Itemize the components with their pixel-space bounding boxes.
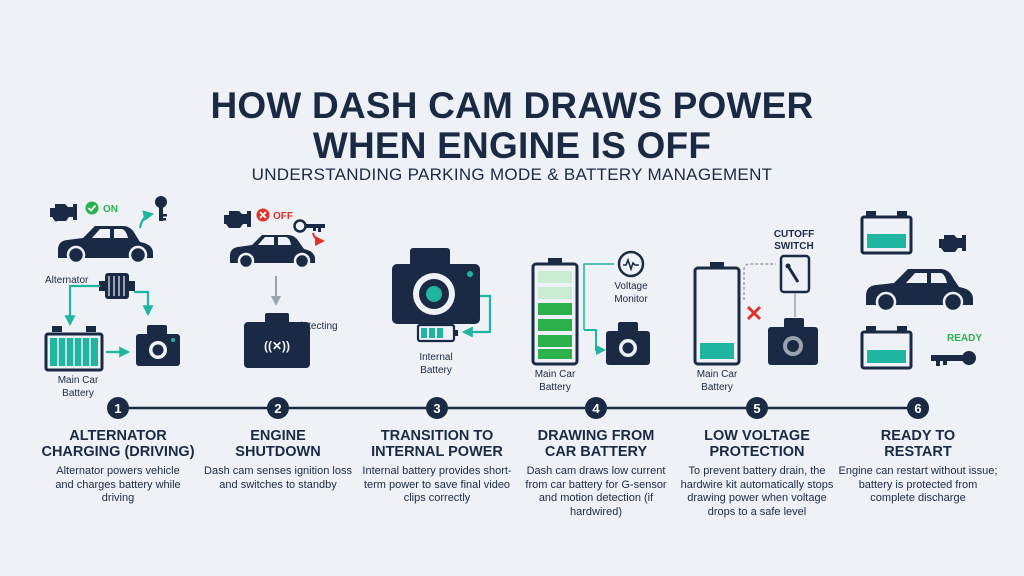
svg-text:((✕)): ((✕)) [264,339,290,353]
car-battery-tall-icon [531,258,579,366]
step-3-title-line-2: INTERNAL POWER [371,444,503,460]
step-6-title-line-1: READY TO [880,428,956,444]
step-number-5: 5 [753,401,760,416]
step-2: ENGINE SHUTDOWN Dash cam senses ignition… [193,428,363,492]
dash-cam-icon-3 [392,248,480,324]
step-5-title-line-1: LOW VOLTAGE [704,428,810,444]
title-line-2: WHEN ENGINE IS OFF [312,125,712,166]
off-label: OFF [273,211,293,222]
step-4-description: Dash cam draws low current from car batt… [525,465,667,518]
main-battery-label-5a: Main Car [697,369,738,380]
low-battery-icon [693,262,741,366]
step-5-title: LOW VOLTAGE PROTECTION [672,428,842,460]
car-icon-1 [58,226,153,265]
step-3-title: TRANSITION TO INTERNAL POWER [352,428,522,460]
step-1-description: Alternator powers vehicle and charges ba… [55,465,181,504]
step-4-title-line-1: DRAWING FROM [537,428,655,444]
main-battery-label-1b: Battery [62,388,94,399]
cross-mark-icon [746,305,762,321]
voltage-monitor-label-b: Monitor [614,294,648,305]
dash-cam-icon-4 [606,322,650,365]
x-off-icon [256,208,270,222]
turn-arrow-1 [138,210,155,229]
step-2-description: Dash cam senses ignition loss and switch… [204,465,352,491]
step-2-title-line-2: SHUTDOWN [235,444,321,460]
engine-icon-6 [939,235,966,252]
voltage-monitor-label-a: Voltage [614,281,648,292]
ready-label: READY [947,333,982,344]
step-4: DRAWING FROM CAR BATTERY Dash cam draws … [511,428,681,519]
full-battery-icon-6a [860,211,913,255]
step-number-3: 3 [433,401,440,416]
dash-cam-icon-2: ((✕)) [244,313,310,368]
car-key-icon-6 [931,351,976,366]
alternator-icon [99,273,135,299]
step-number-4: 4 [592,401,600,416]
step-5-description: To prevent battery drain, the hardwire k… [680,465,834,518]
step-marker-6: 6 [907,397,929,419]
on-label: ON [103,204,118,215]
alternator-label: Alternator [45,275,89,286]
car-icon-2 [230,235,315,270]
full-battery-icon-6b [860,326,913,370]
step-2-title-line-1: ENGINE [250,428,306,444]
main-battery-label-5b: Battery [701,382,733,393]
step-3: TRANSITION TO INTERNAL POWER Internal ba… [352,428,522,506]
step-1-title: ALTERNATOR CHARGING (DRIVING) [33,428,203,460]
step-3-title-line-1: TRANSITION TO [380,428,494,444]
arrow-to-camera-1 [134,290,154,317]
line-to-switch [743,263,776,300]
step-2-title: ENGINE SHUTDOWN [193,428,363,460]
step-6-title-line-2: RESTART [884,444,952,460]
step-3-description: Internal battery provides short-term pow… [362,465,512,504]
internal-battery-label-a: Internal [419,352,452,363]
cutoff-switch-label-b: SWITCH [774,241,813,252]
line-to-monitor [583,263,614,330]
arrow-to-internal-battery [461,294,492,338]
main-battery-icon-1 [44,326,104,372]
engine-icon-2 [224,211,251,228]
arrow-to-battery-1 [64,284,100,327]
cutoff-switch-label-a: CUTOFF [774,229,814,240]
page-title: HOW DASH CAM DRAWS POWER WHEN ENGINE IS … [0,86,1024,166]
page-subtitle: UNDERSTANDING PARKING MODE & BATTERY MAN… [251,165,773,184]
step-6: READY TO RESTART Engine can restart with… [833,428,1003,506]
engine-icon-1 [50,204,77,222]
step-marker-1: 1 [107,397,129,419]
step-5-title-line-2: PROTECTION [709,444,805,460]
detecting-label: detecting [297,321,338,332]
main-battery-label-4a: Main Car [535,369,576,380]
title-line-1: HOW DASH CAM DRAWS POWER [210,85,814,126]
step-marker-2: 2 [267,397,289,419]
main-battery-label-1a: Main Car [58,375,99,386]
step-number-1: 1 [114,401,121,416]
dash-cam-icon-1 [136,325,180,366]
car-key-icon-2 [293,219,325,233]
dash-cam-icon-5 [768,318,818,365]
arrow-to-camera-4 [584,329,606,355]
internal-battery-label-b: Battery [420,365,452,376]
step-5: LOW VOLTAGE PROTECTION To prevent batter… [672,428,842,519]
car-key-icon-1 [155,196,167,221]
step-6-description: Engine can restart without issue; batter… [838,465,998,504]
step-marker-4: 4 [585,397,607,419]
voltage-monitor-icon [617,250,645,278]
step-6-title: READY TO RESTART [833,428,1003,460]
cutoff-switch-icon [779,254,811,294]
step-number-6: 6 [914,401,921,416]
main-battery-label-4b: Battery [539,382,571,393]
turn-off-arrow [312,232,325,246]
step-4-title: DRAWING FROM CAR BATTERY [511,428,681,460]
internal-battery-icon [416,323,458,343]
step-4-title-line-2: CAR BATTERY [544,444,648,460]
check-on-icon [85,201,99,215]
step-marker-5: 5 [746,397,768,419]
car-icon-6 [866,269,973,313]
step-1-title-line-2: CHARGING (DRIVING) [41,444,195,460]
step-1: ALTERNATOR CHARGING (DRIVING) Alternator… [33,428,203,506]
step-marker-3: 3 [426,397,448,419]
step-1-title-line-1: ALTERNATOR [69,428,167,444]
step-number-2: 2 [274,401,281,416]
